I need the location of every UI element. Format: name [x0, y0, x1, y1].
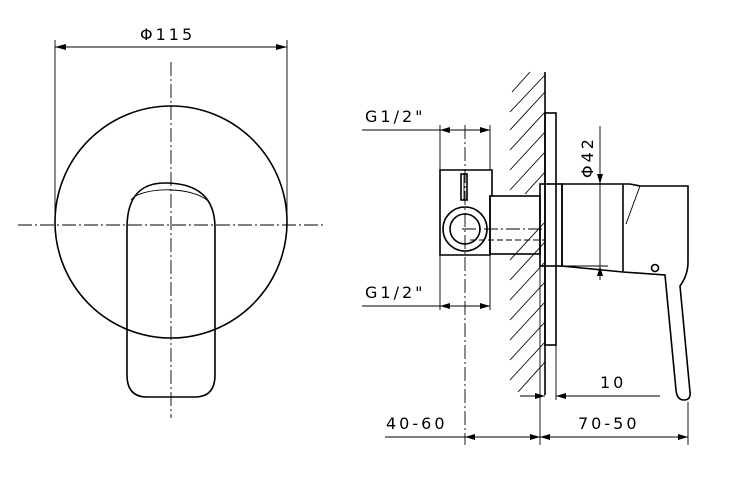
side-handle [561, 183, 691, 401]
body-diameter-label: Φ42 [578, 136, 597, 178]
side-view: G1/2" G1/2" Φ42 10 40-60 70-50 [362, 71, 691, 445]
thread-bottom-label: G1/2" [365, 283, 426, 302]
front-diameter-label: Φ115 [140, 25, 195, 44]
set-screw-icon [650, 263, 660, 273]
valve-neck [489, 195, 541, 255]
handle-chamfer [625, 185, 641, 225]
thread-top-label: G1/2" [365, 107, 426, 126]
body-flange [539, 183, 563, 267]
handle-projection-label: 70-50 [578, 414, 640, 433]
front-handle-contour [130, 189, 211, 204]
arrow-left-icon [55, 44, 66, 50]
cover-plate [544, 112, 557, 346]
front-handle [126, 182, 216, 398]
arrow-right-icon [276, 44, 287, 50]
plate-offset-label: 10 [600, 373, 626, 392]
front-view: Φ115 [18, 25, 325, 418]
wall-depth-label: 40-60 [386, 414, 448, 433]
